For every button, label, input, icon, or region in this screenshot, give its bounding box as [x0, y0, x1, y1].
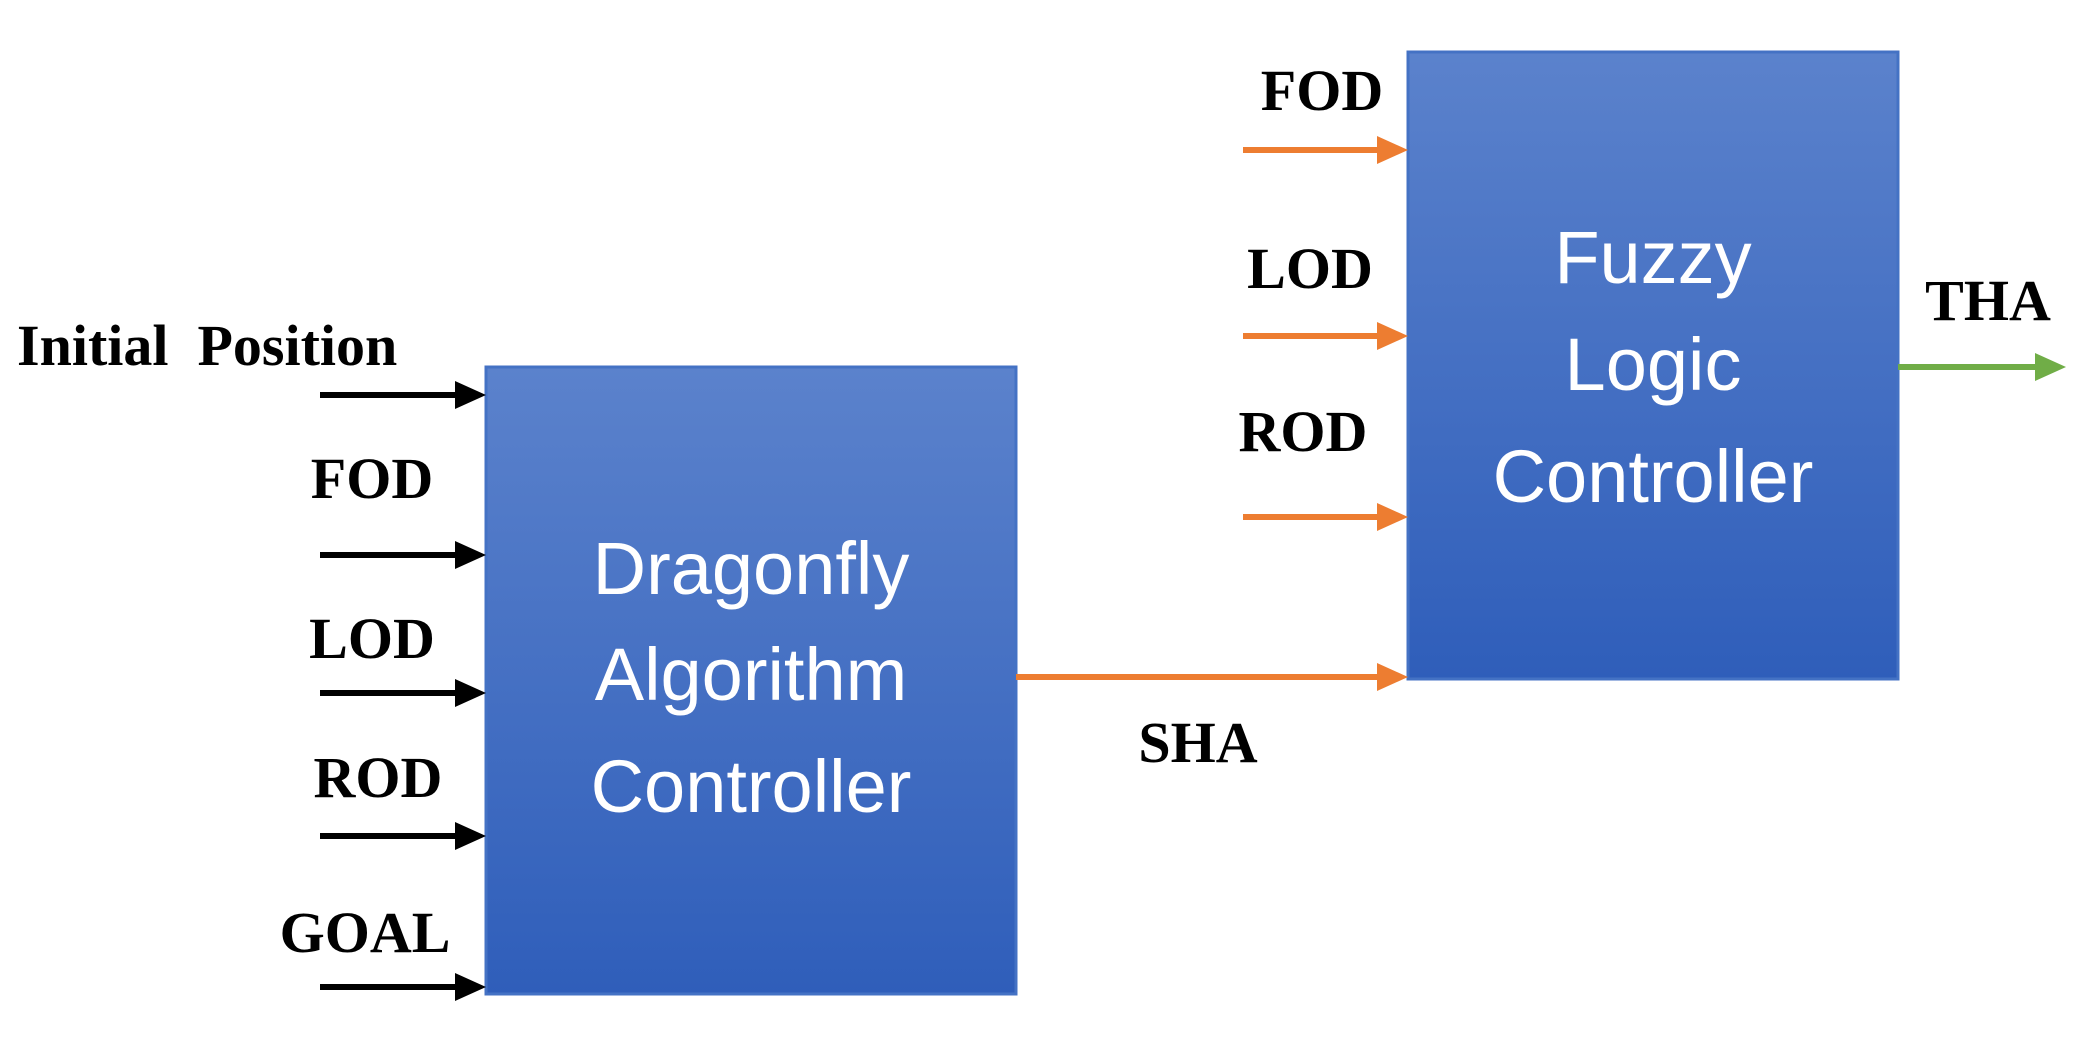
fuzzy-input-rod-label: ROD	[1239, 399, 1368, 464]
dragonfly-input-arrows	[320, 381, 486, 1001]
arrowhead-rod	[455, 822, 486, 850]
dragonfly-input-initial-position-label: Initial Position	[17, 313, 397, 378]
dragonfly-input-lod-label: LOD	[309, 606, 435, 671]
arrowhead-lod	[455, 679, 486, 707]
arrowhead-goal	[455, 973, 486, 1001]
dragonfly-block-line-3: Controller	[591, 745, 912, 828]
arrowhead-fuzzy-rod	[1377, 503, 1408, 531]
dragonfly-block-rect	[484, 365, 1018, 996]
dragonfly-block-line-1: Dragonfly	[593, 527, 910, 610]
sha-label: SHA	[1138, 710, 1257, 775]
arrowhead-sha	[1377, 663, 1408, 691]
dragonfly-input-rod-label: ROD	[314, 745, 443, 810]
fuzzy-input-fod-label: FOD	[1261, 58, 1383, 123]
fuzzy-input-arrows	[1243, 136, 1408, 531]
fuzzy-block-line-2: Logic	[1565, 323, 1742, 406]
arrowhead-fod	[455, 541, 486, 569]
sha-connection	[1016, 663, 1408, 691]
dragonfly-controller-block: Dragonfly Algorithm Controller	[484, 365, 1018, 996]
arrowhead-fuzzy-lod	[1377, 322, 1408, 350]
arrowhead-initial-position	[455, 381, 486, 409]
dragonfly-block-line-2: Algorithm	[595, 633, 908, 716]
fuzzy-input-lod-label: LOD	[1247, 236, 1373, 301]
dragonfly-input-goal-label: GOAL	[280, 900, 451, 965]
arrowhead-tha	[2035, 353, 2066, 381]
fuzzy-block-line-3: Controller	[1493, 435, 1814, 518]
tha-output	[1898, 353, 2066, 381]
fuzzy-block-rect	[1406, 50, 1900, 681]
fuzzy-block-line-1: Fuzzy	[1554, 216, 1751, 299]
arrowhead-fuzzy-fod	[1377, 136, 1408, 164]
dragonfly-input-fod-label: FOD	[311, 446, 433, 511]
tha-label: THA	[1925, 268, 2051, 333]
fuzzy-controller-block: Fuzzy Logic Controller	[1406, 50, 1900, 681]
